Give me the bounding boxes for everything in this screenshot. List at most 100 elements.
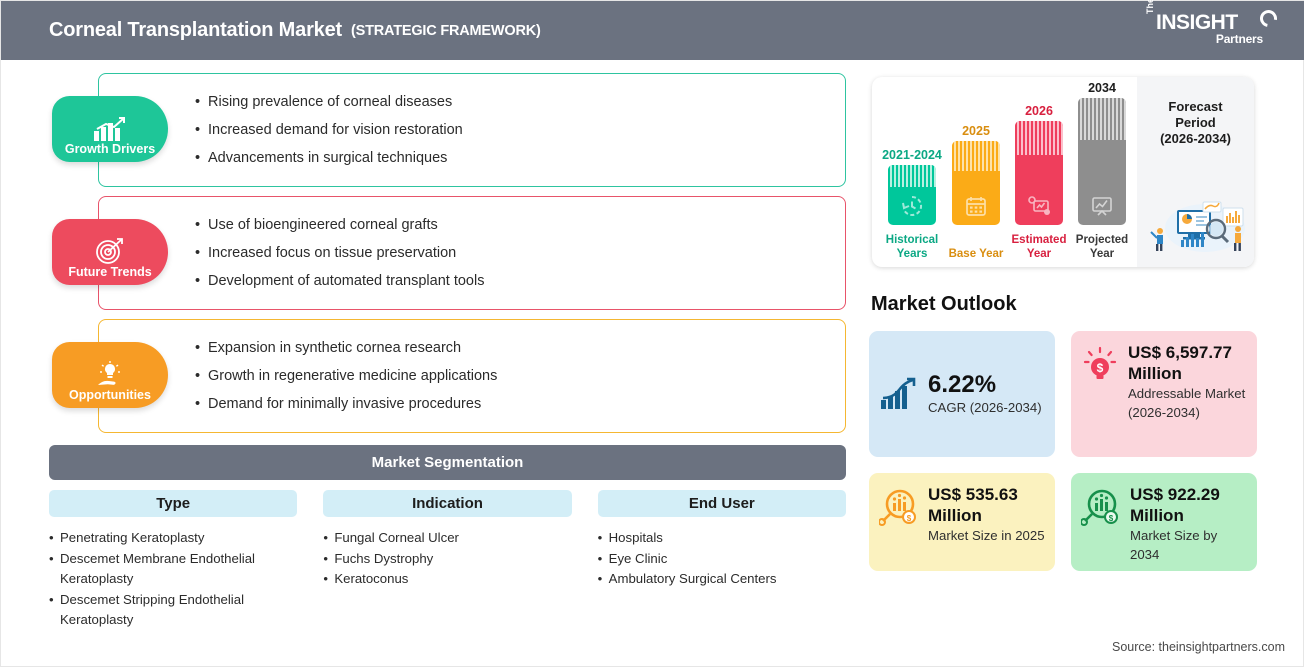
market-outlook-title: Market Outlook — [871, 293, 1017, 315]
timeline-bars-chart: 2021-2024 Historical Years 2025 — [872, 77, 1137, 267]
lightbulb-hand-icon — [93, 358, 127, 388]
market-segmentation-columns: Type Penetrating Keratoplasty Descemet M… — [49, 490, 846, 631]
page-title: Corneal Transplantation Market — [49, 19, 342, 41]
segmentation-column-indication: Indication Fungal Corneal Ulcer Fuchs Dy… — [323, 490, 572, 631]
list-item: Development of automated transplant tool… — [195, 267, 827, 295]
segment-list-type: Penetrating Keratoplasty Descemet Membra… — [49, 528, 297, 631]
bar-label-estimated: Estimated Year — [1011, 234, 1067, 260]
pillar-growth-drivers: Growth Drivers Rising prevalence of corn… — [52, 73, 846, 187]
stat-card-market-size-2034[interactable]: $ US$ 922.29 Million Market Size by 2034 — [1071, 473, 1257, 571]
list-item: Use of bioengineered corneal grafts — [195, 211, 827, 239]
logo-the-text: The — [1145, 0, 1155, 14]
market-timeline-card: 2021-2024 Historical Years 2025 — [872, 77, 1254, 267]
segmentation-column-end-user: End User Hospitals Eye Clinic Ambulatory… — [597, 490, 846, 631]
analytics-gear-icon — [1015, 195, 1063, 217]
stat-value: US$ 922.29 Million — [1130, 485, 1220, 525]
badge-label: Growth Drivers — [64, 142, 156, 156]
stat-card-text: US$ 535.63 Million Market Size in 2025 — [928, 484, 1045, 546]
stat-value: US$ 6,597.77 Million — [1128, 343, 1232, 383]
svg-text:$: $ — [1109, 514, 1114, 523]
list-item: Hospitals — [598, 528, 846, 549]
logo-insight-text: INSIGHT — [1156, 11, 1238, 34]
badge-label: Opportunities — [69, 388, 151, 402]
list-item: Advancements in surgical techniques — [195, 144, 827, 172]
badge-opportunities[interactable]: Opportunities — [52, 342, 168, 408]
growth-chart-icon — [879, 376, 919, 417]
badge-label: Future Trends — [68, 265, 152, 279]
list-item: Eye Clinic — [598, 549, 846, 570]
segmentation-column-type: Type Penetrating Keratoplasty Descemet M… — [49, 490, 298, 631]
bar-chart-growth-icon — [93, 112, 127, 142]
timeline-bar-projected: 2034 — [1078, 81, 1126, 225]
bar-year-label: 2026 — [1025, 104, 1053, 118]
timeline-bar-base: 2025 — [952, 124, 1000, 225]
market-outlook-cards: 6.22% CAGR (2026-2034) $ US$ 6,597.77 Mi… — [869, 331, 1257, 571]
bar-stripe-pattern — [952, 141, 1000, 171]
bar-base — [952, 141, 1000, 225]
bar-stripe-pattern — [1015, 121, 1063, 155]
svg-text:$: $ — [1097, 361, 1104, 375]
list-item: Fuchs Dystrophy — [323, 549, 571, 570]
bar-stripe-pattern — [888, 165, 936, 187]
stat-card-text: US$ 922.29 Million Market Size by 2034 — [1130, 484, 1247, 564]
monitor-chart-icon — [1078, 195, 1126, 217]
calendar-icon — [952, 195, 1000, 217]
bar-historical — [888, 165, 936, 225]
stat-description: Addressable Market (2026-2034) — [1128, 386, 1246, 420]
segment-header-type: Type — [49, 490, 298, 517]
list-item: Expansion in synthetic cornea research — [195, 334, 827, 362]
list-item: Fungal Corneal Ulcer — [323, 528, 571, 549]
bar-label-projected: Projected Year — [1075, 234, 1129, 260]
list-item: Penetrating Keratoplasty — [49, 528, 297, 549]
bar-year-label: 2025 — [962, 124, 990, 138]
bar-year-label: 2034 — [1088, 81, 1116, 95]
list-item: Rising prevalence of corneal diseases — [195, 88, 827, 116]
forecast-period-text: Forecast Period (2026-2034) — [1160, 99, 1231, 147]
segment-header-indication: Indication — [323, 490, 572, 517]
logo-circle-icon — [1256, 6, 1281, 31]
page-header: Corneal Transplantation Market (STRATEGI… — [1, 0, 1304, 60]
stat-card-addressable-market[interactable]: $ US$ 6,597.77 Million Addressable Marke… — [1071, 331, 1257, 457]
svg-text:$: $ — [907, 514, 912, 523]
segment-header-end-user: End User — [597, 490, 846, 517]
forecast-period-panel: Forecast Period (2026-2034) — [1137, 77, 1254, 267]
timeline-bar-historical: 2021-2024 — [882, 148, 942, 225]
future-trends-list: Use of bioengineered corneal grafts Incr… — [99, 197, 845, 309]
bar-projected — [1078, 98, 1126, 225]
stat-value: 6.22% — [928, 370, 997, 398]
bar-label-base: Base Year — [948, 247, 1004, 260]
history-clock-icon — [888, 195, 936, 217]
stat-description: CAGR (2026-2034) — [928, 399, 1042, 415]
stat-card-cagr[interactable]: 6.22% CAGR (2026-2034) — [869, 331, 1055, 457]
list-item: Descemet Membrane Endothelial Keratoplas… — [49, 549, 297, 590]
list-item: Increased focus on tissue preservation — [195, 239, 827, 267]
pillar-opportunities: Opportunities Expansion in synthetic cor… — [52, 319, 846, 433]
stat-card-text: 6.22% CAGR (2026-2034) — [928, 371, 1042, 418]
list-item: Growth in regenerative medicine applicat… — [195, 362, 827, 390]
stat-card-text: US$ 6,597.77 Million Addressable Market … — [1128, 342, 1247, 422]
list-item: Ambulatory Surgical Centers — [598, 569, 846, 590]
badge-growth-drivers[interactable]: Growth Drivers — [52, 96, 168, 162]
magnifier-chart-dollar-icon: $ — [1080, 488, 1121, 531]
list-item: Keratoconus — [323, 569, 571, 590]
list-item: Demand for minimally invasive procedures — [195, 390, 827, 418]
stat-description: Market Size in 2025 — [928, 528, 1045, 543]
target-dart-icon — [95, 235, 125, 265]
stat-card-market-size-2025[interactable]: $ US$ 535.63 Million Market Size in 2025 — [869, 473, 1055, 571]
page-subtitle: (STRATEGIC FRAMEWORK) — [350, 22, 541, 39]
segment-list-end-user: Hospitals Eye Clinic Ambulatory Surgical… — [598, 528, 846, 590]
forecast-line-3: (2026-2034) — [1160, 131, 1231, 146]
stat-value: US$ 535.63 Million — [928, 485, 1018, 525]
segment-list-indication: Fungal Corneal Ulcer Fuchs Dystrophy Ker… — [323, 528, 571, 590]
badge-future-trends[interactable]: Future Trends — [52, 219, 168, 285]
list-item: Descemet Stripping Endothelial Keratopla… — [49, 590, 297, 631]
growth-drivers-list: Rising prevalence of corneal diseases In… — [99, 74, 845, 186]
insight-partners-logo[interactable]: The INSIGHT Partners — [1145, 0, 1281, 51]
bar-label-historical: Historical Years — [885, 234, 939, 260]
bar-stripe-pattern — [1078, 98, 1126, 140]
market-segmentation-title: Market Segmentation — [49, 445, 846, 480]
logo-partners-text: Partners — [1215, 32, 1263, 46]
lightbulb-dollar-icon: $ — [1081, 346, 1119, 391]
opportunities-list: Expansion in synthetic cornea research G… — [99, 320, 845, 432]
